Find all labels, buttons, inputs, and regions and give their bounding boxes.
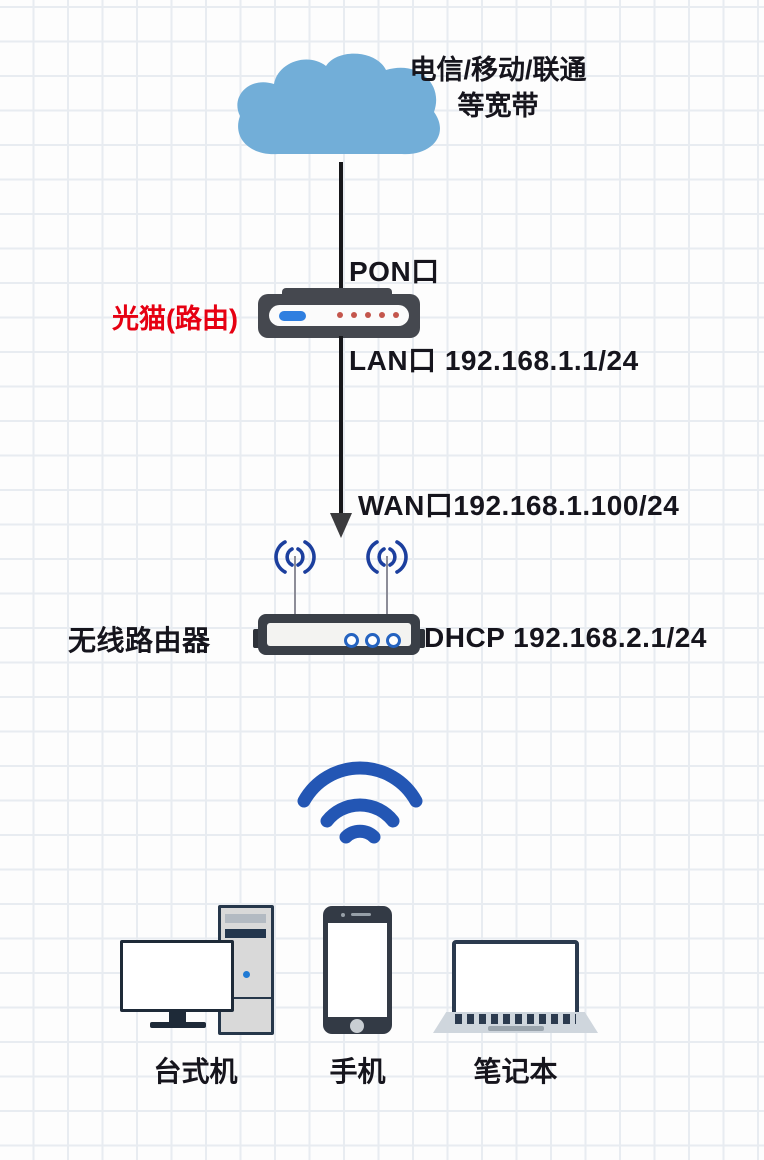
phone-icon: [323, 906, 392, 1034]
router-antenna: [386, 556, 388, 620]
modem-to-router-line: [339, 336, 343, 515]
wifi-icon: [297, 761, 423, 844]
modem-label: 光猫(路由): [112, 304, 238, 334]
monitor-stand: [169, 1012, 186, 1023]
lan-port-label: LAN口 192.168.1.1/24: [349, 345, 639, 376]
router-led-ring: [365, 633, 380, 648]
laptop-keys: [455, 1014, 576, 1024]
tower-divider: [221, 997, 271, 999]
modem-icon: [258, 288, 420, 338]
tower-power-led: [243, 971, 250, 978]
phone-camera: [341, 913, 345, 917]
monitor-base: [150, 1022, 206, 1028]
laptop-label: 笔记本: [473, 1056, 558, 1087]
down-arrow-icon: [330, 513, 352, 538]
wireless-router-icon: [253, 614, 425, 655]
modem-led-dot: [351, 312, 357, 318]
modem-led-dot: [393, 312, 399, 318]
isp-caption: 电信/移动/联通 等宽带: [398, 52, 598, 124]
phone-speaker: [351, 913, 371, 916]
wan-port-label: WAN口192.168.1.100/24: [358, 490, 680, 521]
isp-caption-line2: 等宽带: [457, 91, 539, 121]
isp-caption-line1: 电信/移动/联通: [409, 55, 587, 85]
laptop-touchpad: [488, 1026, 544, 1031]
tower-drive-slot: [225, 914, 266, 923]
phone-label: 手机: [329, 1056, 386, 1087]
modem-led-dot: [337, 312, 343, 318]
phone-screen: [328, 923, 387, 1017]
antenna-signal-icon: [366, 540, 408, 574]
laptop-screen: [452, 940, 579, 1016]
dhcp-label: DHCP 192.168.2.1/24: [424, 622, 707, 653]
modem-led-dot: [365, 312, 371, 318]
router-led-ring: [386, 633, 401, 648]
router-led-ring: [344, 633, 359, 648]
desktop-monitor: [120, 940, 234, 1012]
desktop-label: 台式机: [153, 1056, 238, 1087]
modem-led-bar: [279, 311, 306, 321]
router-label: 无线路由器: [68, 625, 211, 656]
router-antenna: [294, 556, 296, 620]
modem-led-dot: [379, 312, 385, 318]
cloud-to-modem-line: [339, 162, 343, 296]
antenna-signal-icon: [274, 540, 316, 574]
laptop-icon: [433, 938, 598, 1034]
router-side-stub: [416, 629, 425, 648]
pon-port-label: PON口: [349, 256, 440, 287]
cloud-icon: [237, 53, 440, 155]
tower-drive-slot: [225, 929, 266, 938]
router-side-stub: [253, 629, 262, 648]
phone-home-button: [350, 1019, 364, 1033]
